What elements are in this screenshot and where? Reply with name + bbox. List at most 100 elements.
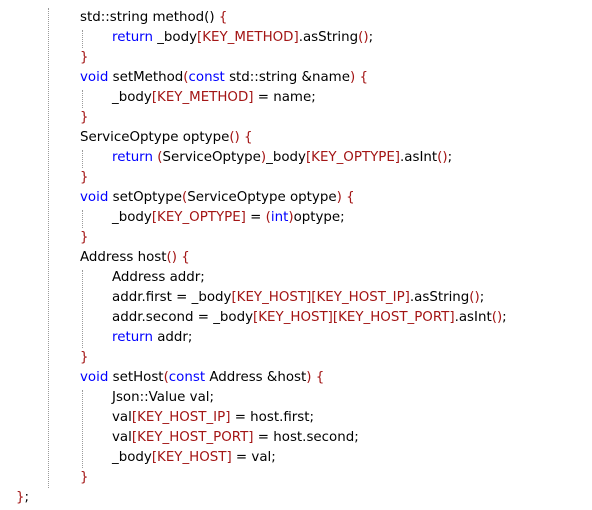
- code-line: Address addr;: [112, 268, 205, 288]
- code-token: [KEY_HOST]: [151, 450, 232, 465]
- code-token: = host.first;: [230, 410, 315, 425]
- code-token: }: [80, 470, 89, 485]
- code-token: = name;: [253, 90, 316, 105]
- code-token: val: [112, 410, 132, 425]
- code-token: =: [245, 210, 266, 225]
- code-line: return (ServiceOptype)_body[KEY_OPTYPE].…: [112, 148, 452, 168]
- code-token: Address addr;: [112, 270, 205, 285]
- code-token: (): [358, 30, 369, 45]
- code-token: val: [112, 430, 132, 445]
- code-line: _body[KEY_OPTYPE] = (int)optype;: [112, 208, 345, 228]
- indent-guide: [48, 8, 49, 488]
- code-token: }: [16, 490, 25, 505]
- code-line: }: [80, 228, 89, 248]
- code-token: ;: [447, 150, 453, 165]
- code-token: (: [265, 210, 271, 225]
- code-token: .asString: [409, 290, 470, 305]
- code-token: [KEY_HOST][KEY_HOST_PORT]: [253, 310, 455, 325]
- code-line: return addr;: [112, 328, 192, 348]
- code-token: return: [112, 150, 153, 165]
- code-line: ServiceOptype optype() {: [80, 128, 253, 148]
- indent-guide: [82, 270, 83, 348]
- indent-guide: [82, 210, 83, 228]
- code-token: (): [469, 290, 480, 305]
- code-token: ServiceOptype optype: [80, 130, 230, 145]
- code-token: (): [437, 150, 448, 165]
- code-line: val[KEY_HOST_PORT] = host.second;: [112, 428, 359, 448]
- code-token: _body: [112, 450, 152, 465]
- code-token: _body: [112, 90, 152, 105]
- code-token: Address host: [80, 250, 167, 265]
- code-line: _body[KEY_METHOD] = name;: [112, 88, 316, 108]
- code-token: ServiceOptype: [162, 150, 261, 165]
- code-token: return: [112, 330, 153, 345]
- code-token: (): [166, 250, 177, 265]
- code-token: [KEY_HOST_IP]: [131, 410, 231, 425]
- code-token: optype;: [293, 210, 345, 225]
- code-line: }: [80, 468, 89, 488]
- code-token: ): [288, 210, 294, 225]
- code-token: = host.second;: [253, 430, 359, 445]
- code-line: }: [80, 348, 89, 368]
- code-token: ): [260, 150, 267, 165]
- code-token: {: [181, 250, 190, 265]
- code-token: }: [80, 230, 89, 245]
- code-token: ServiceOptype optype: [187, 190, 337, 205]
- code-token: const: [188, 70, 225, 85]
- code-line: val[KEY_HOST_IP] = host.first;: [112, 408, 314, 428]
- code-token: void: [80, 70, 109, 85]
- code-token: setMethod: [108, 70, 184, 85]
- code-token: {: [244, 130, 253, 145]
- code-token: (): [229, 130, 240, 145]
- code-token: (: [163, 370, 169, 385]
- code-token: {: [359, 70, 368, 85]
- code-token: [KEY_HOST_PORT]: [131, 430, 254, 445]
- code-line: addr.second = _body[KEY_HOST][KEY_HOST_P…: [112, 308, 507, 328]
- code-line: return _body[KEY_METHOD].asString();: [112, 28, 373, 48]
- code-line: addr.first = _body[KEY_HOST][KEY_HOST_IP…: [112, 288, 484, 308]
- code-token: }: [80, 50, 89, 65]
- code-token: ;: [479, 290, 485, 305]
- code-token: [KEY_METHOD]: [151, 90, 254, 105]
- code-token: ): [306, 370, 312, 385]
- code-token: ): [336, 190, 342, 205]
- code-token: std::string method(): [80, 10, 219, 25]
- code-token: [KEY_METHOD]: [197, 30, 299, 45]
- indent-guide: [82, 390, 83, 468]
- code-token: _body: [112, 210, 152, 225]
- code-line: void setMethod(const std::string &name) …: [80, 68, 368, 88]
- code-line: void setOptype(ServiceOptype optype) {: [80, 188, 355, 208]
- code-token: {: [218, 10, 228, 25]
- code-token: void: [80, 370, 109, 385]
- code-token: std::string &name: [224, 70, 350, 85]
- code-line: Address host() {: [80, 248, 190, 268]
- code-token: [KEY_OPTYPE]: [151, 210, 246, 225]
- code-line: std::string method() {: [80, 8, 227, 28]
- code-token: (): [491, 310, 503, 325]
- code-line: Json::Value val;: [112, 388, 214, 408]
- code-token: (: [183, 70, 189, 85]
- code-token: addr.first = _body: [112, 290, 232, 305]
- code-line: };: [16, 488, 29, 508]
- code-token: return: [112, 30, 153, 45]
- code-token: (: [182, 190, 188, 205]
- indent-guide: [82, 90, 83, 108]
- code-token: [KEY_OPTYPE]: [305, 150, 401, 165]
- code-token: [KEY_HOST][KEY_HOST_IP]: [231, 290, 410, 305]
- code-token: const: [168, 370, 206, 385]
- code-line: }: [80, 48, 89, 68]
- code-token: ;: [502, 310, 507, 325]
- indent-guide: [82, 150, 83, 168]
- indent-guide: [82, 30, 83, 48]
- code-token: }: [80, 110, 89, 125]
- code-token: _body: [152, 30, 198, 45]
- code-token: (: [157, 150, 163, 165]
- code-token: Json::Value val;: [112, 390, 215, 405]
- code-token: {: [315, 370, 325, 385]
- code-token: }: [80, 350, 89, 365]
- code-token: }: [80, 170, 89, 185]
- code-token: .asString: [298, 30, 359, 45]
- code-token: .asInt: [400, 150, 438, 165]
- code-token: ;: [24, 490, 30, 505]
